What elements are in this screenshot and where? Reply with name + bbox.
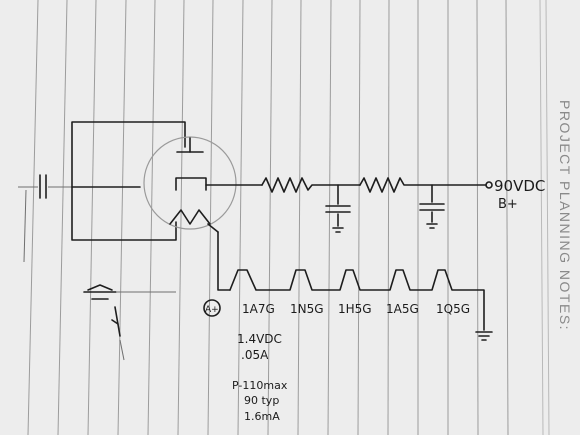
tube-label-2: 1N5G bbox=[290, 302, 324, 316]
grid-return-wiring bbox=[71, 121, 186, 241]
plate-typical-note: 90 typ bbox=[244, 394, 279, 407]
filament-current-note: .05A bbox=[241, 348, 269, 362]
page-heading: PROJECT PLANNING NOTES: bbox=[557, 100, 573, 331]
tube-label-3: 1H5G bbox=[338, 302, 372, 316]
vacuum-tube bbox=[143, 136, 263, 233]
filament-battery-switch bbox=[83, 284, 176, 361]
bplus-label: B+ bbox=[498, 197, 518, 212]
tube-label-5: 1Q5G bbox=[436, 302, 470, 316]
plate-supply-network bbox=[261, 177, 493, 233]
filament-string bbox=[203, 231, 493, 341]
tube-label-1: 1A7G bbox=[242, 302, 275, 316]
plate-current-note: 1.6mA bbox=[244, 410, 280, 423]
tube-label-4: 1A5G bbox=[386, 302, 419, 316]
plate-max-note: P-110max bbox=[232, 379, 288, 392]
supply-voltage-label: 90VDC bbox=[494, 177, 545, 195]
filament-voltage-note: 1.4VDC bbox=[237, 332, 282, 346]
ruled-lines bbox=[27, 0, 550, 435]
aplus-label: A+ bbox=[205, 305, 219, 315]
